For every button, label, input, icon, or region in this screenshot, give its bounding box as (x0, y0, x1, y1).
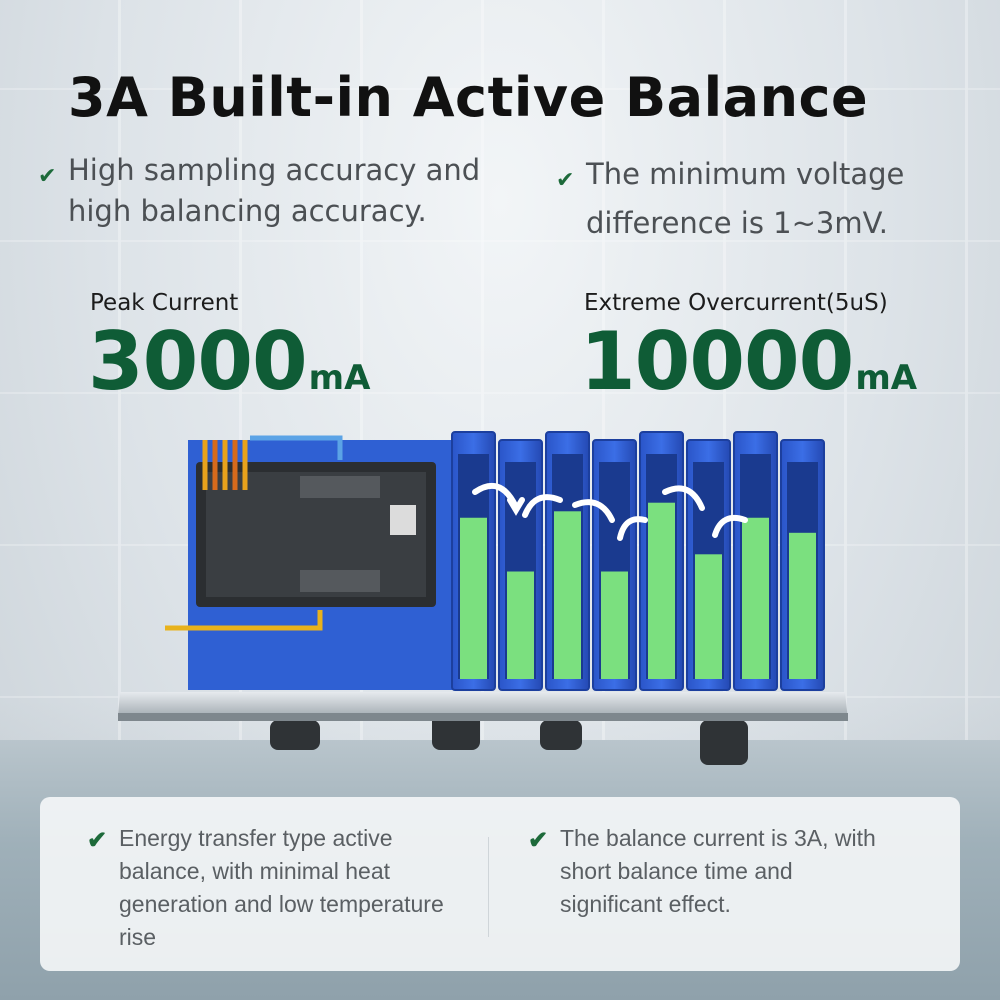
metric-number: 10000 (580, 315, 854, 408)
check-icon: ✔ (556, 168, 575, 193)
feature-voltage-difference: ✔ The minimum voltage difference is 1~3m… (556, 150, 946, 248)
check-icon: ✔ (38, 164, 57, 189)
metric-label: Peak Current (90, 290, 239, 316)
feature-sampling-accuracy: ✔ High sampling accuracy and high balanc… (38, 150, 508, 232)
battery-charge-level (507, 571, 534, 679)
bottom-feature-panel: ✔ Energy transfer type active balance, w… (40, 797, 960, 971)
metric-peak-current: Peak Current 3000mA (88, 290, 370, 418)
check-icon: ✔ (87, 827, 108, 854)
battery-charge-level (789, 532, 816, 679)
balance-wires (165, 435, 343, 631)
battery-charge-level (648, 502, 675, 679)
battery-cells (451, 431, 825, 691)
feature-balance-current: ✔ The balance current is 3A, with short … (528, 822, 900, 921)
feature-text: The minimum voltage difference is 1~3mV. (586, 157, 905, 240)
battery-charge-level (460, 517, 487, 679)
bms-board (196, 462, 436, 607)
metric-unit: mA (308, 358, 371, 398)
metric-number: 3000 (88, 315, 308, 408)
feature-text: Energy transfer type active balance, wit… (119, 825, 444, 950)
balance-arrows (472, 482, 748, 541)
battery-charge-level (695, 554, 722, 679)
metric-unit: mA (855, 358, 918, 398)
battery-charge-level (601, 571, 628, 679)
metric-label: Extreme Overcurrent(5uS) (584, 290, 888, 316)
metric-value: 10000mA (580, 322, 917, 418)
battery-pack-illustration (118, 431, 848, 765)
feature-energy-transfer: ✔ Energy transfer type active balance, w… (87, 822, 449, 954)
feature-text: High sampling accuracy and high balancin… (68, 153, 481, 228)
metric-extreme-overcurrent: Extreme Overcurrent(5uS) 10000mA (580, 290, 917, 418)
page-title: 3A Built-in Active Balance (68, 66, 869, 129)
battery-charge-level (554, 511, 581, 679)
feature-text: The balance current is 3A, with short ba… (560, 825, 876, 917)
battery-charge-level (742, 517, 769, 679)
panel-divider (488, 837, 489, 937)
metric-value: 3000mA (88, 322, 370, 418)
shelf-feet (270, 710, 748, 765)
check-icon: ✔ (528, 827, 549, 854)
